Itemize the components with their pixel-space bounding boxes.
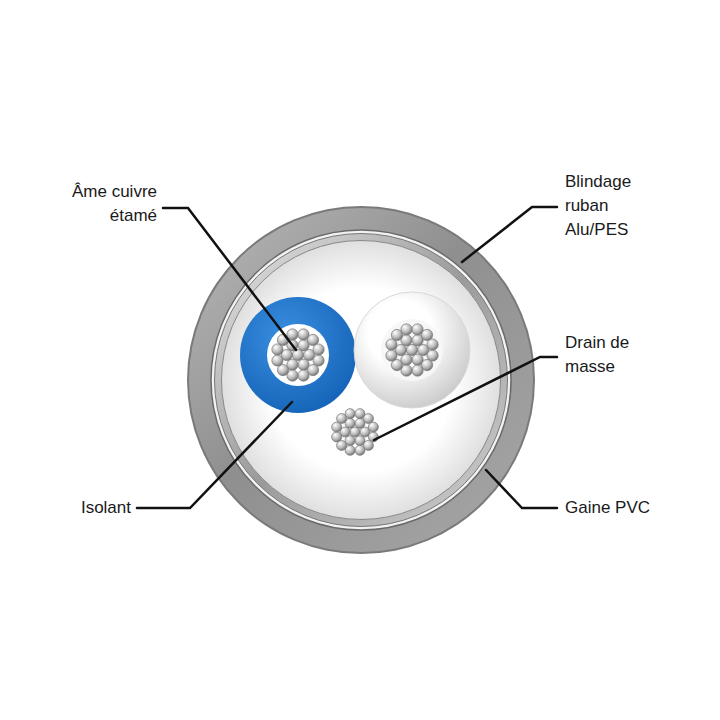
leader-line [486,470,557,508]
leader-line [374,357,557,440]
part-label: Gaine PVC [565,496,675,520]
copper-strand [368,422,378,432]
copper-strand [401,324,412,335]
strand-bundle [332,409,379,456]
cable-core [222,241,501,520]
conductor-gap [381,319,443,381]
leader-line [163,208,296,350]
copper-strand [355,445,365,455]
part-label: Blindage ruban Alu/PES [565,170,647,242]
white-insulation [354,292,470,408]
sheath-inner-edge [211,230,511,530]
copper-strand [313,344,324,355]
copper-strand [350,427,360,437]
strand-bundles [272,324,438,456]
part-label: Drain de masse [565,331,651,379]
copper-strand [345,409,355,419]
copper-strand [272,355,283,366]
strand-bundle [386,324,438,376]
strand-bundle [272,329,324,381]
copper-strand [412,365,423,376]
part-label: Isolant [41,496,131,520]
leader-line [137,402,292,508]
conductor-gap [267,324,329,386]
copper-strand [292,349,303,360]
leader-lines [137,207,557,508]
copper-strand [406,344,417,355]
part-label: Âme cuivre étamé [47,180,157,228]
copper-strand [332,432,342,442]
pvc-sheath [189,208,533,552]
shield-edge [215,234,508,527]
blue-insulation [240,297,356,413]
leader-line [462,207,557,262]
cable-section [187,206,535,554]
foil-shield [218,237,504,523]
sheath-edge [187,206,535,554]
copper-strand [298,370,309,381]
copper-strand [427,339,438,350]
copper-strand [386,350,397,361]
